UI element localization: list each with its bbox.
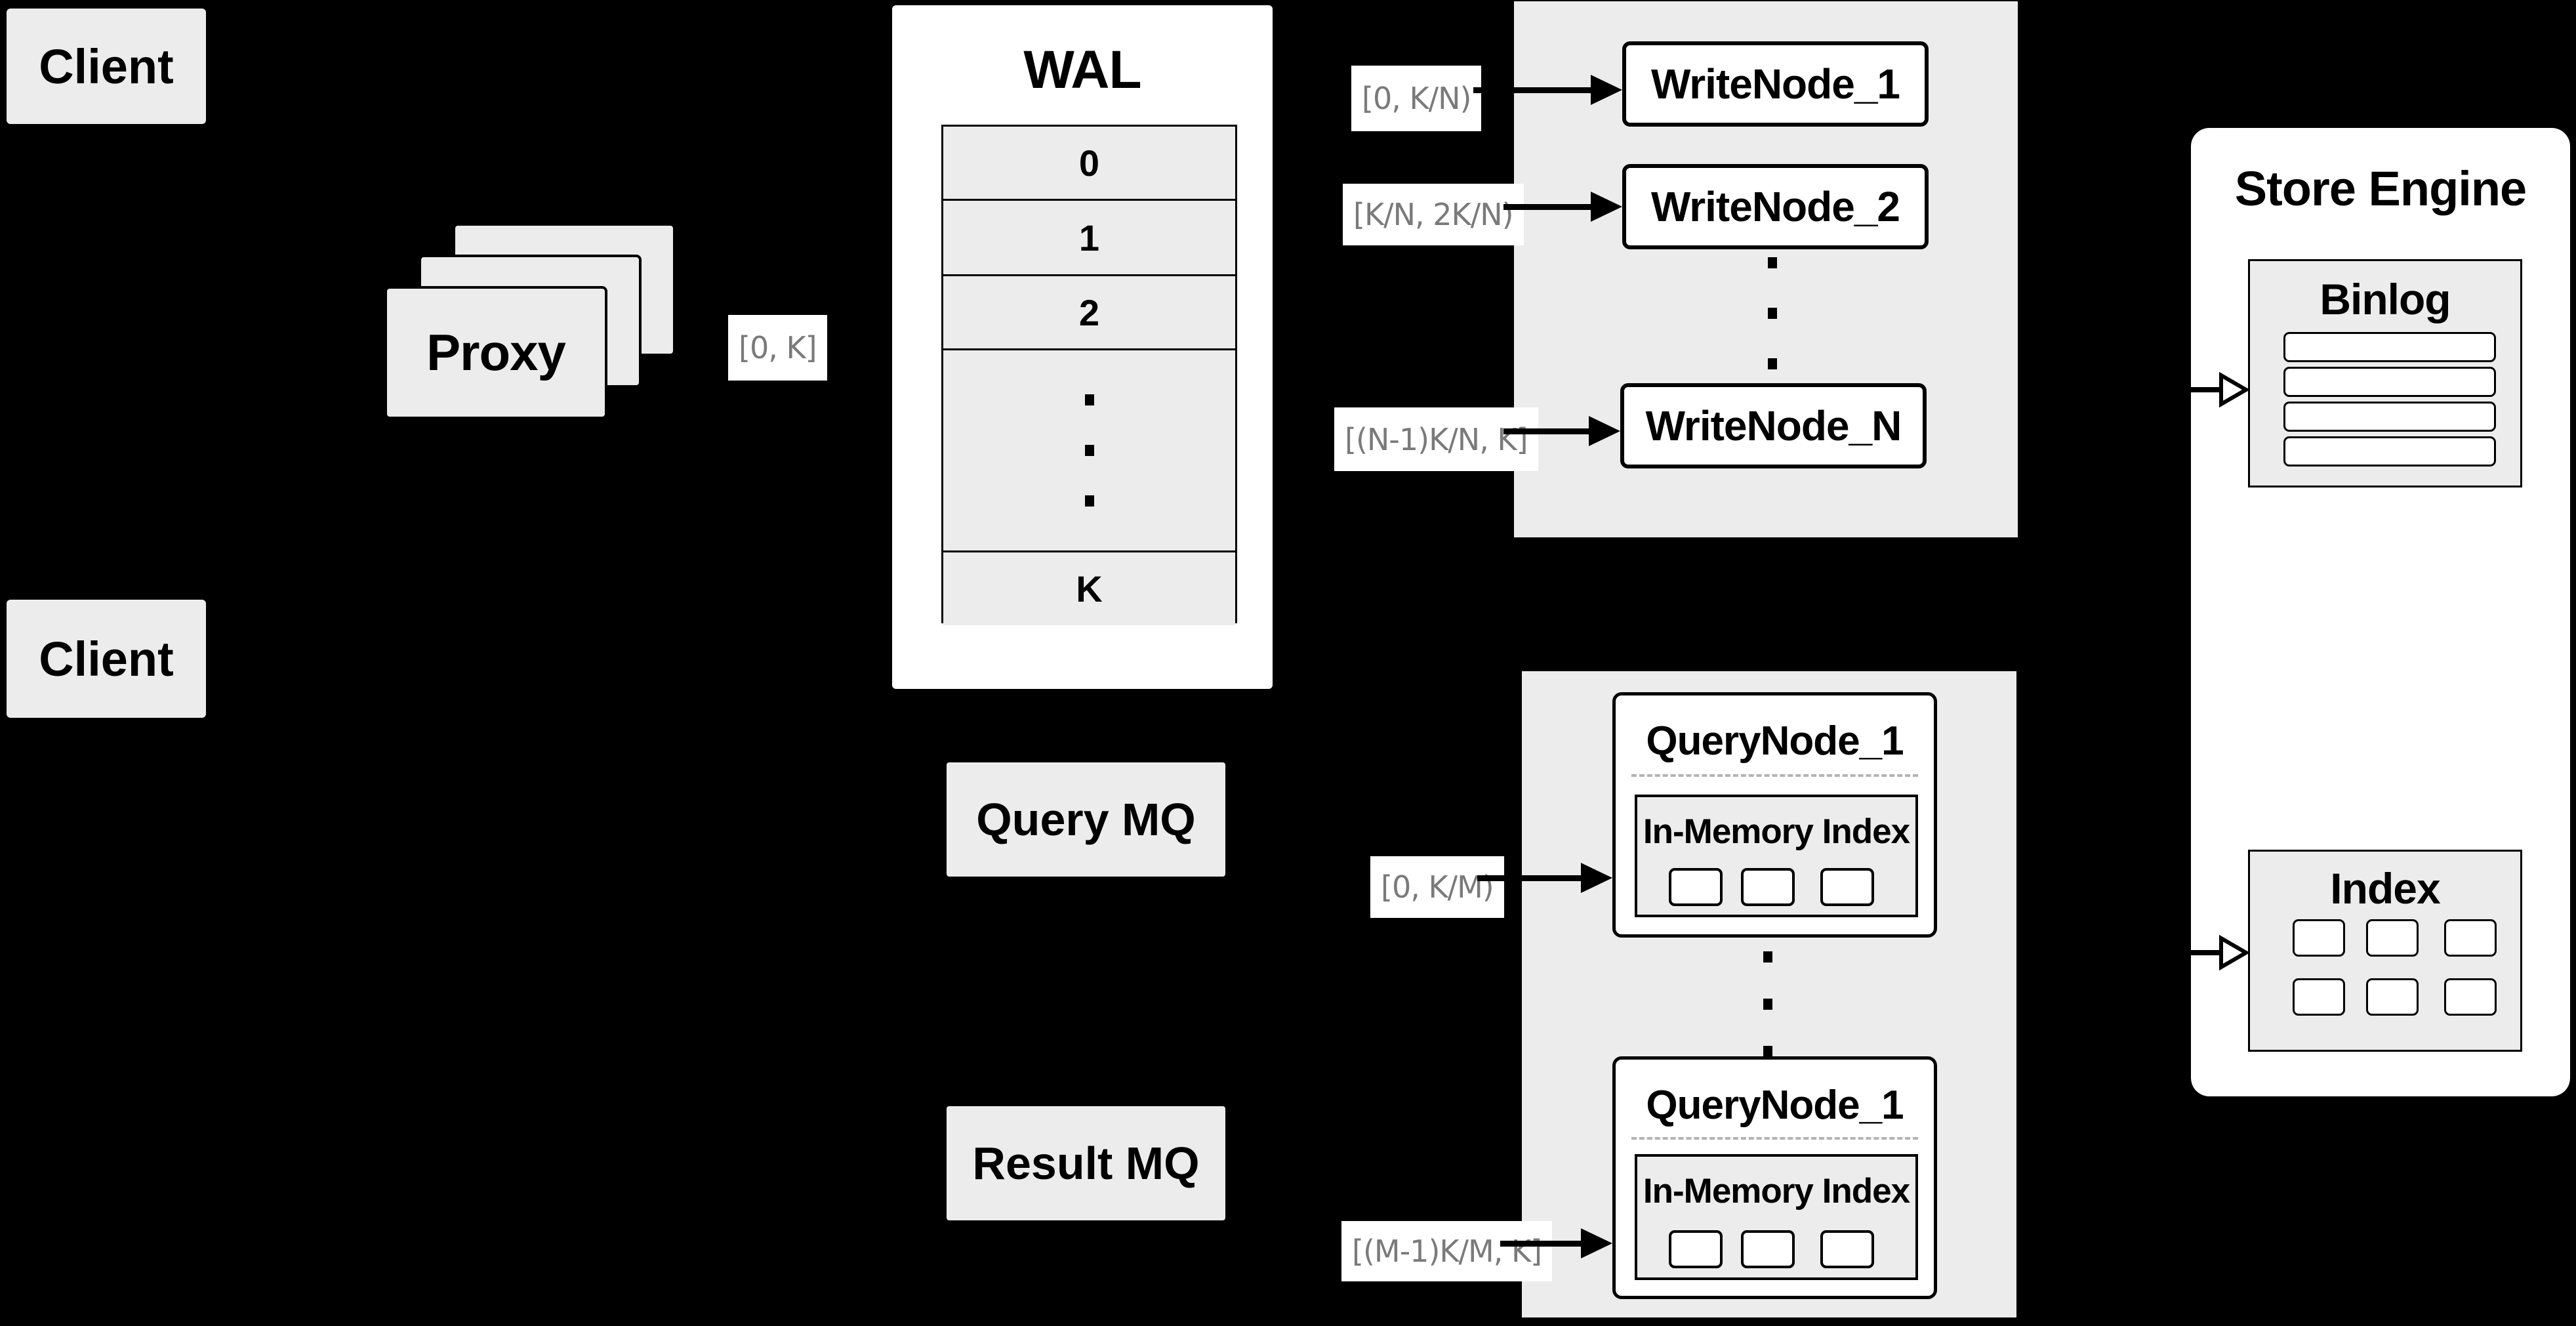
query-node-m: QueryNode_1 In-Memory Index	[1612, 1056, 1937, 1299]
index-chip	[1741, 868, 1795, 906]
index-chip	[1820, 868, 1874, 906]
in-memory-index-box: In-Memory Index	[1635, 795, 1918, 917]
index-chip	[1741, 1230, 1795, 1268]
store-engine-panel: Store Engine Binlog Index	[2191, 128, 2570, 1096]
wal-row-2: 2	[943, 276, 1235, 350]
binlog-segment	[2283, 402, 2496, 432]
in-memory-index-title: In-Memory Index	[1643, 1172, 1910, 1211]
index-segment	[2293, 978, 2345, 1016]
arrow-right-icon	[1503, 191, 1622, 222]
range-label-0-km: [0, K/M)	[1370, 856, 1504, 918]
arrow-right-icon	[1477, 862, 1612, 894]
index-title: Index	[2330, 864, 2440, 913]
wal-segment-table: 0 1 2 K	[941, 125, 1237, 625]
index-segment	[2444, 919, 2497, 957]
binlog-segment	[2283, 367, 2496, 397]
query-node-title: QueryNode_1	[1646, 1083, 1904, 1128]
wal-container: WAL 0 1 2 K	[892, 5, 1273, 689]
wal-row-0: 0	[943, 127, 1235, 201]
arrow-right-icon	[1500, 1228, 1612, 1259]
index-segment	[2366, 978, 2419, 1016]
query-node-1: QueryNode_1 In-Memory Index	[1612, 692, 1937, 938]
wal-row-k: K	[943, 552, 1235, 625]
binlog-title: Binlog	[2320, 275, 2451, 323]
range-label-0-kn: [0, K/N)	[1351, 66, 1482, 131]
store-engine-title: Store Engine	[2234, 161, 2527, 216]
in-memory-index-title: In-Memory Index	[1643, 812, 1910, 851]
index-chip	[1669, 1230, 1723, 1268]
vertical-ellipsis-icon	[1084, 394, 1094, 405]
client-label: Client	[39, 39, 174, 94]
query-nodes-ellipsis-icon	[1763, 951, 1772, 1057]
index-chip	[1820, 1230, 1874, 1268]
index-segment	[2366, 919, 2419, 957]
binlog-segment	[2283, 332, 2496, 362]
range-label-kn-2kn: [K/N, 2K/N)	[1343, 184, 1524, 245]
binlog-segment	[2283, 436, 2496, 466]
wal-row-ellipsis	[943, 350, 1235, 552]
proxy-label: Proxy	[426, 323, 566, 381]
client-node-top: Client	[7, 9, 206, 124]
open-arrow-right-icon	[2184, 371, 2250, 408]
index-segment	[2444, 978, 2497, 1016]
query-mq-node: Query MQ	[947, 762, 1225, 877]
write-node-1: WriteNode_1	[1622, 41, 1929, 127]
arrow-right-icon	[1503, 415, 1620, 447]
dashed-divider	[1631, 774, 1918, 777]
query-node-title: QueryNode_1	[1646, 718, 1904, 764]
wal-title: WAL	[1023, 40, 1141, 100]
range-label-n1kn-k: [(N-1)K/N, K]	[1334, 407, 1538, 471]
client-node-bottom: Client	[7, 600, 206, 718]
binlog-box: Binlog	[2248, 259, 2522, 487]
open-arrow-right-icon	[2184, 934, 2250, 971]
proxy-node: Proxy	[384, 286, 607, 419]
range-label-0-k: [0, K]	[728, 315, 827, 381]
range-label-m1km-k: [(M-1)K/M, K]	[1341, 1221, 1553, 1281]
write-nodes-ellipsis-icon	[1768, 257, 1777, 369]
write-node-n: WriteNode_N	[1620, 383, 1927, 468]
index-box: Index	[2248, 850, 2522, 1052]
result-mq-node: Result MQ	[947, 1106, 1225, 1220]
dashed-divider	[1631, 1137, 1918, 1140]
in-memory-index-box: In-Memory Index	[1635, 1154, 1918, 1280]
arrow-right-icon	[1473, 74, 1622, 106]
index-segment	[2293, 919, 2345, 957]
wal-row-1: 1	[943, 201, 1235, 276]
client-label: Client	[39, 631, 174, 686]
index-chip	[1669, 868, 1723, 906]
write-node-2: WriteNode_2	[1622, 164, 1929, 249]
